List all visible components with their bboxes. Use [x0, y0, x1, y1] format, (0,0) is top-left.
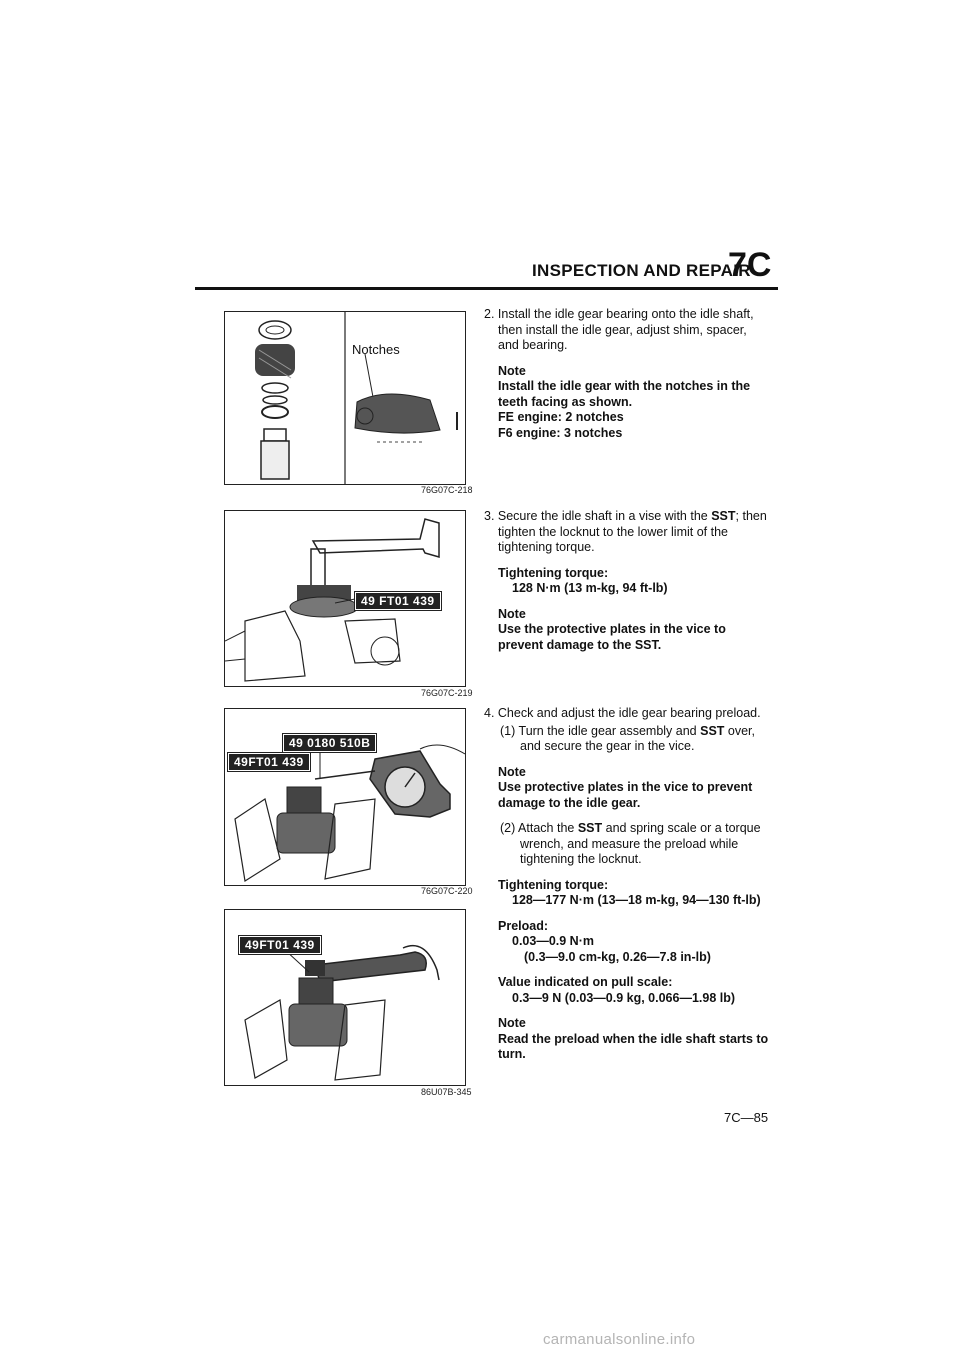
figure-preload-torque-wrench: 49FT01 439	[224, 909, 466, 1086]
preload-value-alt: (0.3—9.0 cm-kg, 0.26—7.8 in-lb)	[524, 949, 711, 964]
torque-label: Tightening torque:	[498, 565, 609, 580]
sst-callout-top: 49 0180 510B	[281, 733, 378, 753]
note-text: Install the idle gear with the notches i…	[498, 379, 751, 409]
header-divider	[195, 287, 778, 290]
step-2-instruction: 2. Install the idle gear bearing onto th…	[484, 307, 754, 352]
figure-caption: 86U07B-345	[421, 1087, 472, 1097]
note-text: F6 engine: 3 notches	[498, 425, 623, 440]
note-text: Read the preload when the idle shaft sta…	[498, 1031, 769, 1062]
sst-term: SST	[700, 723, 725, 738]
step-2: 2. Install the idle gear bearing onto th…	[484, 307, 770, 441]
note-text: Use protective plates in the vice to pre…	[498, 780, 753, 810]
step-4-instruction: 4. Check and adjust the idle gear bearin…	[484, 706, 761, 720]
torque-value: 128—177 N·m (13—18 m-kg, 94—130 ft-lb)	[512, 893, 761, 907]
sst-term: SST	[711, 509, 736, 523]
figure-caption: 76G07C-220	[421, 886, 473, 896]
preload-label: Preload:	[498, 918, 549, 933]
sst-callout-left: 49FT01 439	[227, 752, 311, 772]
sst-term: SST	[577, 821, 603, 835]
step-3-instruction: 3. Secure the idle shaft in a vise with …	[484, 509, 767, 554]
note-label: Note	[498, 363, 526, 378]
figure-secure-idle-shaft: 49 FT01 439	[224, 510, 466, 687]
preload-value: 0.03—0.9 N·m	[512, 934, 594, 948]
torque-label: Tightening torque:	[498, 877, 609, 892]
torque-value: 128 N·m (13 m-kg, 94 ft-lb)	[512, 581, 668, 595]
note-text: FE engine: 2 notches	[498, 410, 624, 424]
pull-scale-value: 0.3—9 N (0.03—0.9 kg, 0.066—1.98 lb)	[512, 990, 736, 1005]
note-text: Use the protective plates in the vice to…	[498, 622, 726, 652]
substep-1: (1) Turn the idle gear assembly and SST …	[500, 723, 755, 754]
idle-gear-exploded-illustration	[255, 312, 458, 484]
torque-wrench-illustration	[244, 944, 440, 1081]
sst-callout: 49 FT01 439	[354, 591, 442, 611]
step-4: 4. Check and adjust the idle gear bearin…	[484, 706, 770, 1063]
note-label: Note	[498, 764, 526, 779]
section-number: 7C	[728, 246, 772, 284]
notches-label: Notches	[352, 342, 400, 357]
step-3: 3. Secure the idle shaft in a vise with …	[484, 509, 770, 653]
pull-scale-label: Value indicated on pull scale:	[498, 975, 673, 989]
figure-caption: 76G07C-218	[421, 485, 473, 495]
figure-caption: 76G07C-219	[421, 688, 473, 698]
figure-preload-spring-scale: 49 0180 510B 49FT01 439	[224, 708, 466, 886]
figure-idle-gear-assembly: Notches	[224, 311, 466, 485]
spring-scale-illustration	[234, 734, 465, 882]
note-label: Note	[498, 606, 526, 621]
watermark: carmanualsonline.info	[543, 1331, 696, 1348]
substep-2: (2) Attach the SST and spring scale or a…	[500, 821, 761, 866]
section-title: INSPECTION AND REPAIR	[532, 261, 751, 280]
sst-callout: 49FT01 439	[238, 935, 322, 955]
page-number: 7C—85	[724, 1110, 769, 1125]
note-label: Note	[498, 1016, 526, 1030]
